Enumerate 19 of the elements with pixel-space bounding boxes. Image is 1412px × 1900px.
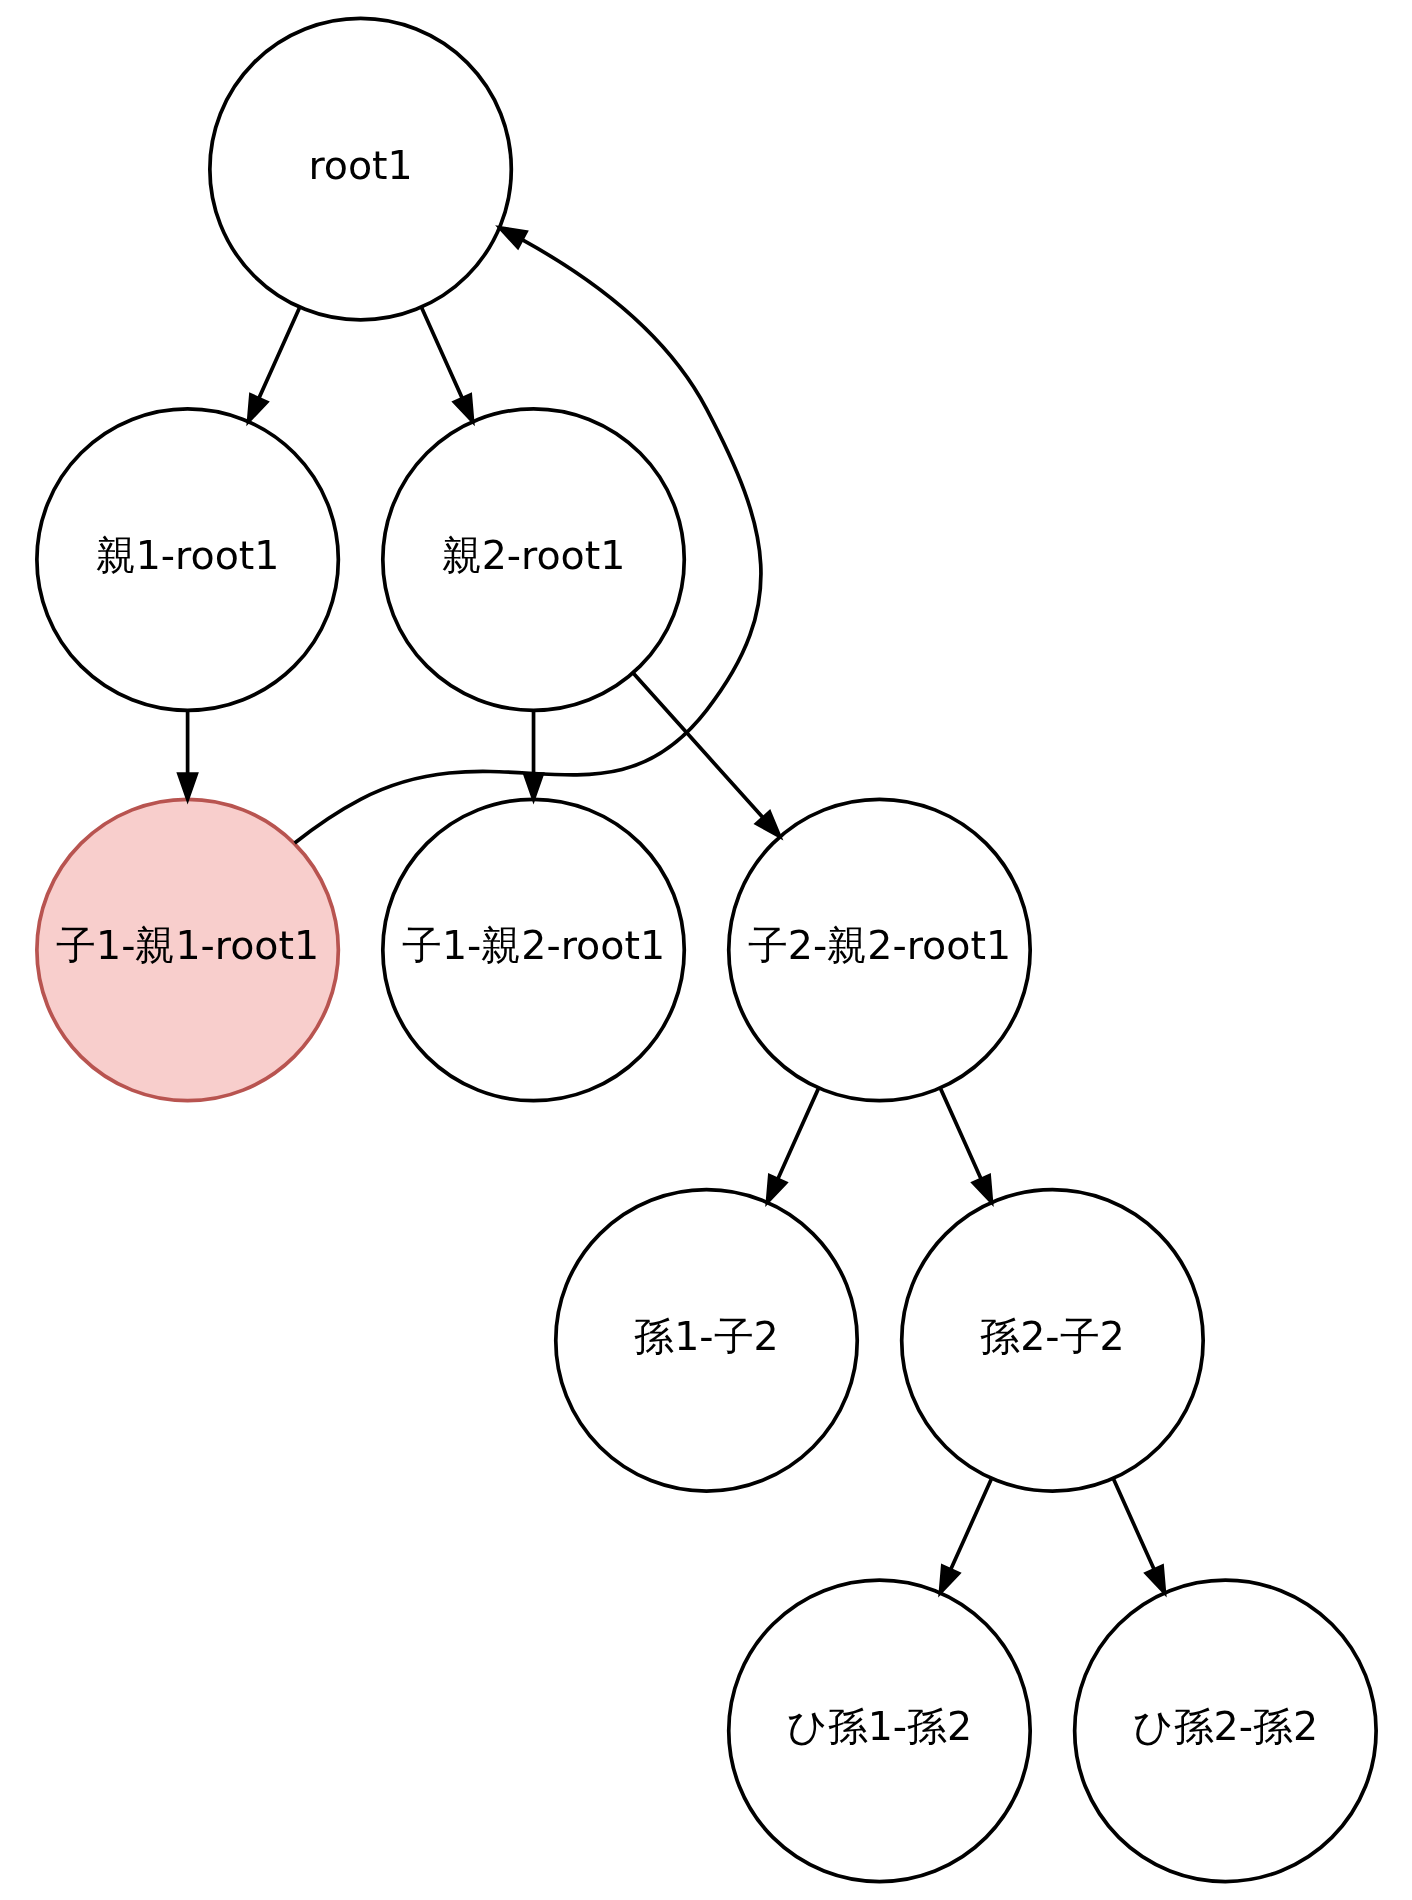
node-circle: 親1-root1 <box>34 407 340 713</box>
node-circle: ひ孫2-孫2 <box>1072 1578 1378 1884</box>
node-circle: 孫2-子2 <box>899 1187 1205 1493</box>
arrow <box>245 306 301 427</box>
node-circle: 子1-親1-root1 <box>34 797 340 1103</box>
arrow <box>938 1087 994 1208</box>
arrow <box>419 306 475 427</box>
node-circle: 孫1-子2 <box>553 1187 859 1493</box>
arrow <box>631 672 783 841</box>
arrow <box>1111 1478 1167 1598</box>
node-circle: 子1-親2-root1 <box>380 797 686 1103</box>
node-circle: ひ孫1-孫2 <box>726 1578 1032 1884</box>
arrow <box>293 225 762 845</box>
node-circle: 親2-root1 <box>380 407 686 713</box>
node-circle: root1 <box>207 16 513 322</box>
node-circle: 子2-親2-root1 <box>726 797 1032 1103</box>
arrow <box>764 1087 820 1208</box>
arrow <box>937 1478 993 1598</box>
arrow <box>175 711 199 805</box>
